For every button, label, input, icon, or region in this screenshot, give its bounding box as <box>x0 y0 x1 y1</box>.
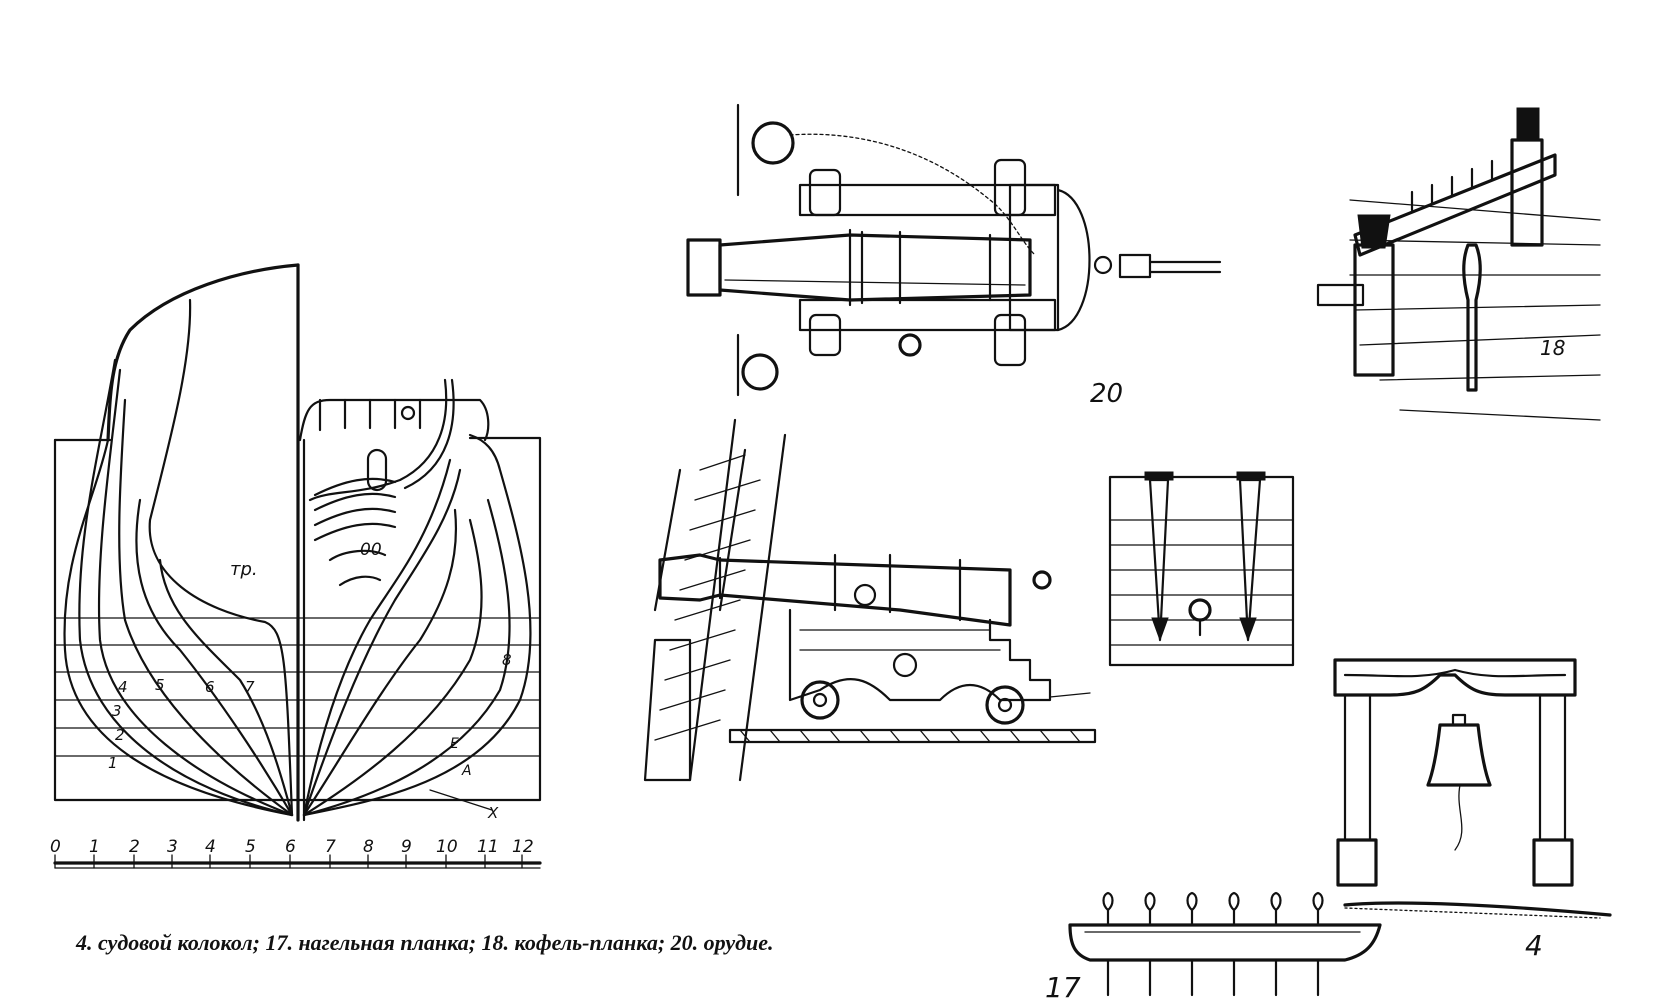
scale-tick-10: 10 <box>436 837 458 857</box>
scale-tick-12: 12 <box>512 837 534 857</box>
frame-label-e: Е <box>450 736 459 752</box>
cannon-top-view: 20 <box>686 103 1222 409</box>
scale-tick-2: 2 <box>129 837 140 857</box>
figure-number-18: 18 <box>1540 336 1565 360</box>
frame-label-3: 3 <box>112 702 122 720</box>
frame-label-5: 5 <box>155 676 165 694</box>
hull-label-oo: 00 <box>360 540 382 560</box>
cannon-side-view <box>643 418 1097 782</box>
figure-number-4: 4 <box>1525 929 1543 962</box>
scale-tick-4: 4 <box>205 837 216 857</box>
left-frames <box>63 358 294 817</box>
frame-label-a: А <box>461 763 472 779</box>
scale-tick-11: 11 <box>477 837 499 857</box>
figure-number-17: 17 <box>1045 971 1081 1002</box>
frame-label-x: Х <box>487 804 499 822</box>
frame-label-2: 2 <box>115 726 125 744</box>
frame-label-4: 4 <box>118 678 128 696</box>
pin-rack: 18 <box>1316 107 1601 421</box>
scale-tick-3: 3 <box>167 837 178 857</box>
belaying-rail: 17 <box>1045 891 1382 1002</box>
figure-caption: 4. судовой колокол; 17. нагельная планка… <box>76 930 774 955</box>
hull-label-tr: тр. <box>230 559 258 580</box>
scale-tick-5: 5 <box>245 837 256 857</box>
scale-bar: 0 1 2 3 4 5 6 7 8 9 10 11 12 <box>50 837 542 869</box>
cleat-panel <box>1108 471 1295 667</box>
scale-tick-1: 1 <box>89 837 100 857</box>
frame-label-1: 1 <box>108 754 118 772</box>
right-frames <box>302 433 532 817</box>
frame-label-7: 7 <box>245 678 255 696</box>
scale-tick-7: 7 <box>325 837 336 857</box>
ship-bell: 4 <box>1333 658 1612 962</box>
hull-body-plan: тр. 00 1 2 3 4 5 6 7 8 Е А Х 0 1 <box>50 263 542 869</box>
scale-tick-0: 0 <box>50 837 61 857</box>
frame-label-6: 6 <box>205 678 215 696</box>
figure-number-20: 20 <box>1090 379 1123 409</box>
scale-tick-8: 8 <box>363 837 374 857</box>
stern-gallery <box>298 378 490 587</box>
deck-planks <box>1349 199 1601 421</box>
scale-tick-9: 9 <box>401 837 412 857</box>
scale-tick-6: 6 <box>285 837 296 857</box>
frame-label-8: 8 <box>502 651 512 669</box>
